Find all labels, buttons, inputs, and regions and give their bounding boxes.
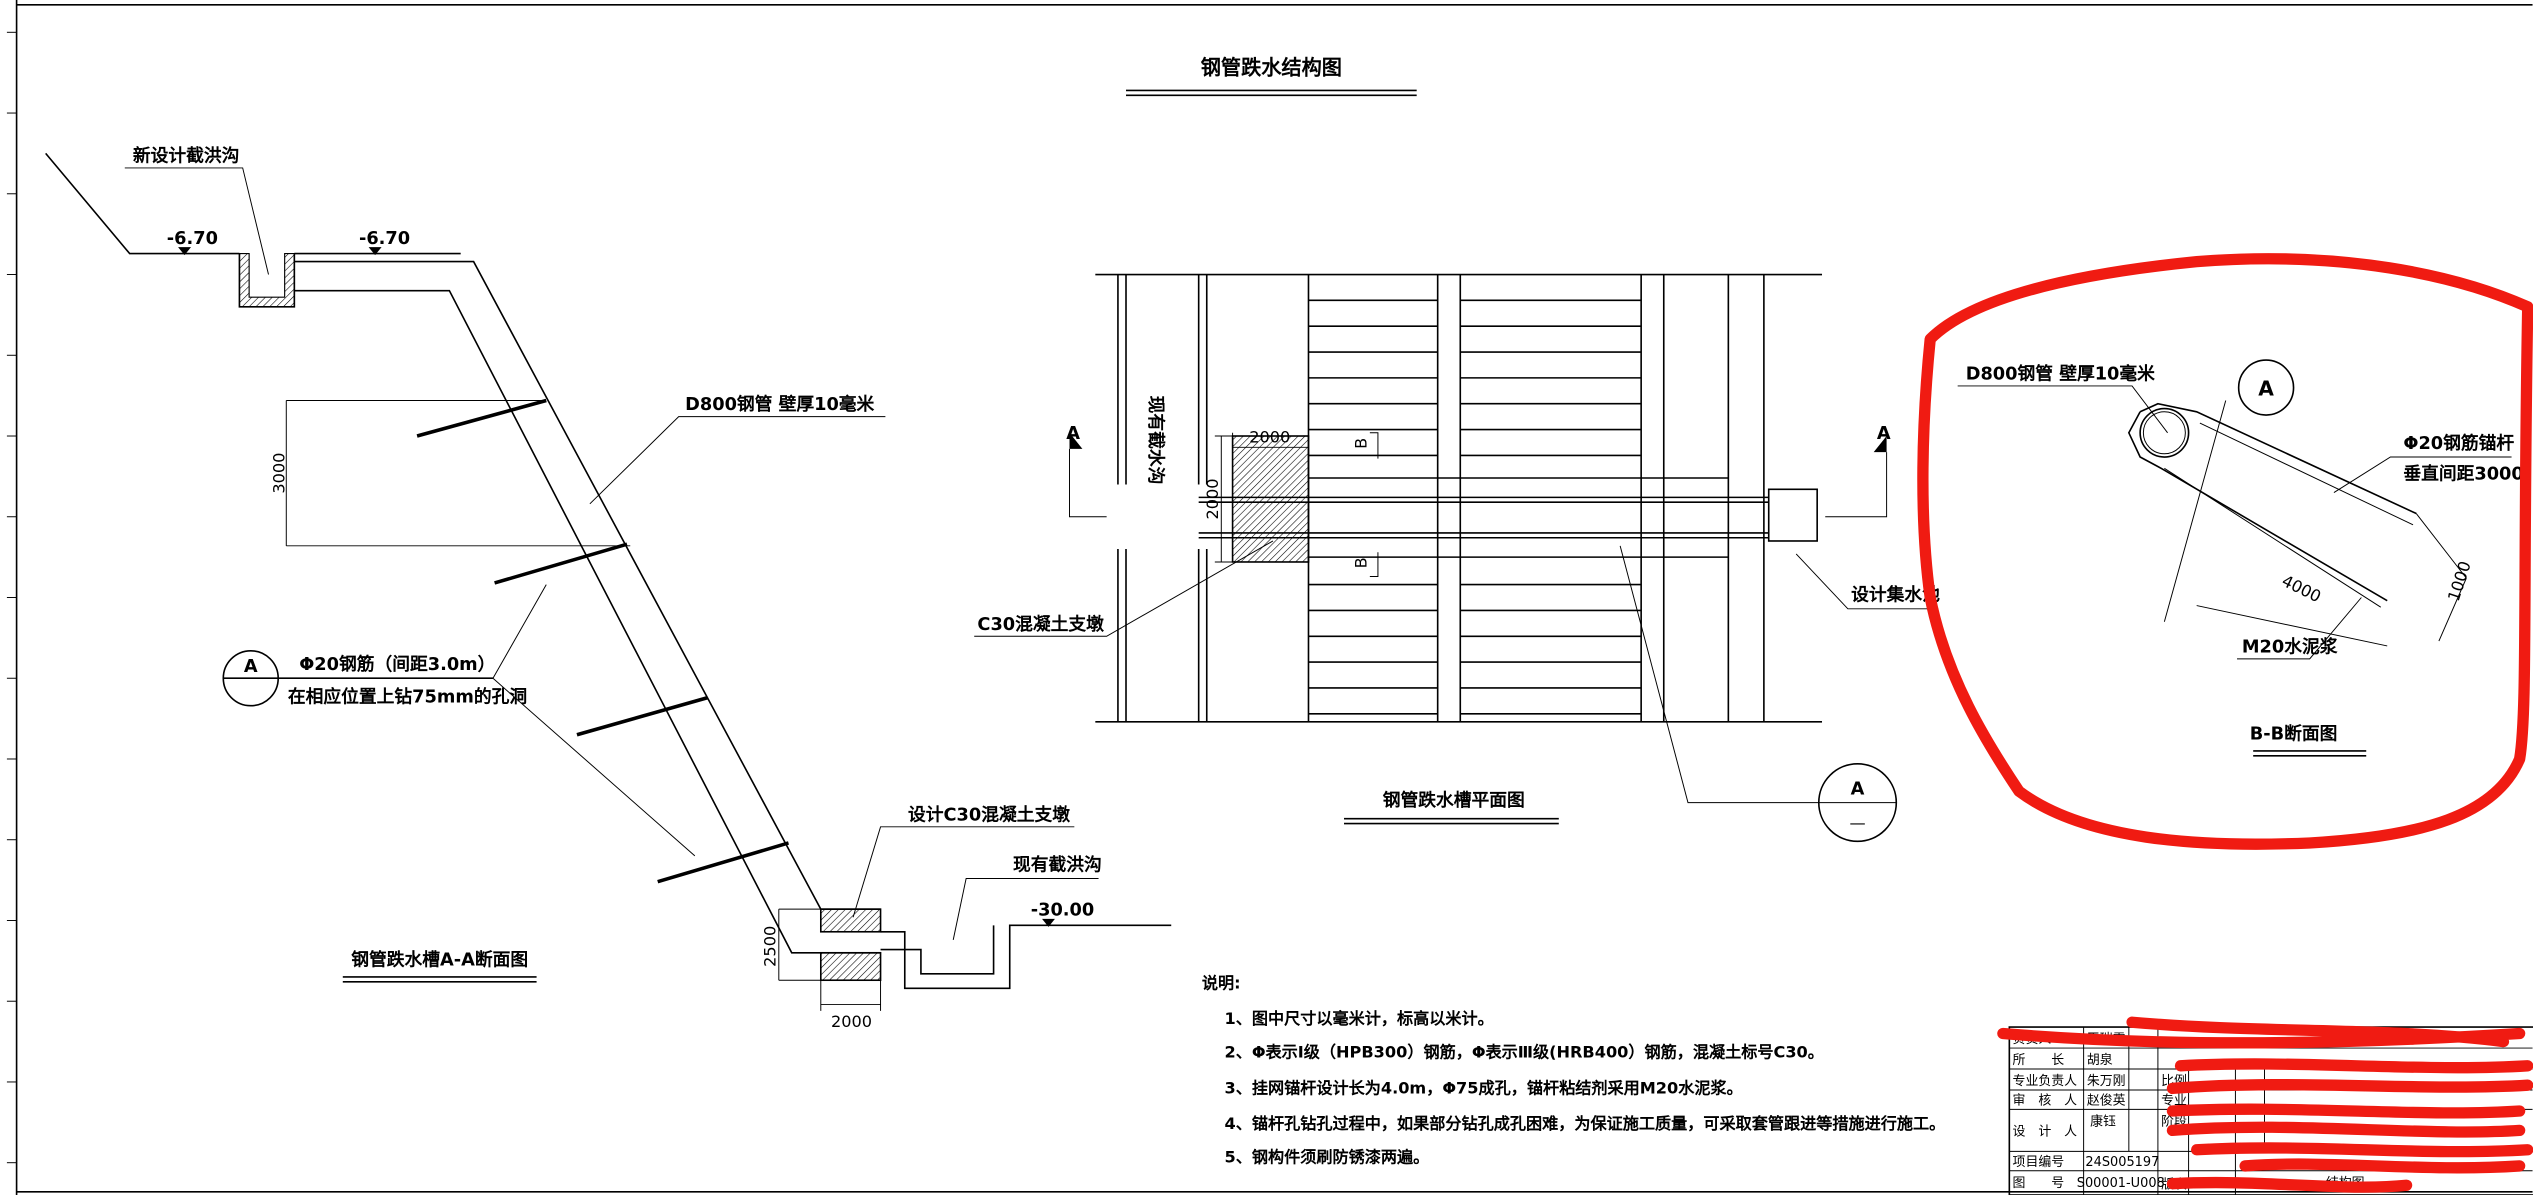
new-ditch-label: 新设计截洪沟	[133, 144, 240, 166]
notes: 说明: 1、图中尺寸以毫米计，标高以米计。 2、Φ表示Ⅰ级（HPB300）钢筋，…	[1202, 973, 1945, 1166]
bb-grout-label: M20水泥浆	[2242, 635, 2338, 657]
bb-detail-letter: A	[2258, 377, 2274, 401]
svg-text:专业: 专业	[2161, 1094, 2187, 1109]
plan-title: 钢管跌水槽平面图	[1383, 789, 1525, 811]
existing-channel-label: 现有截水沟	[1145, 396, 1167, 485]
existing-ditch-label: 现有截洪沟	[1013, 853, 1102, 875]
bb-pipe-label: D800钢管 壁厚10毫米	[1966, 362, 2155, 384]
svg-text:所 长: 所 长	[2013, 1053, 2065, 1068]
plan-dim-height: 2000	[1203, 478, 1222, 519]
section-b-top: B	[1352, 438, 1371, 449]
svg-text:胡泉: 胡泉	[2087, 1052, 2113, 1068]
svg-text:A: A	[1851, 780, 1865, 800]
dim-2500: 2500	[761, 926, 780, 967]
svg-text:专业负责人: 专业负责人	[2013, 1074, 2078, 1089]
drawing-number: S00001-U008	[2077, 1176, 2165, 1191]
detail-callout-a: A	[222, 584, 696, 857]
section-aa-title: 钢管跌水槽A-A断面图	[351, 949, 528, 971]
drawing-frame	[6, 0, 2533, 1195]
note-item: 2、Φ表示Ⅰ级（HPB300）钢筋，Φ表示Ⅲ级(HRB400）钢筋，混凝土标号C…	[1225, 1043, 1824, 1062]
svg-text:赵俊英: 赵俊英	[2087, 1094, 2126, 1109]
anchor-bars	[416, 398, 790, 884]
elevation-left: -6.70	[167, 229, 218, 249]
drawing-title: 钢管跌水结构图	[1201, 55, 1342, 79]
svg-text:项目编号: 项目编号	[2013, 1155, 2065, 1170]
plan-detail-callout: A —	[1619, 545, 1898, 843]
rebar-label-2: 在相应位置上钻75mm的孔洞	[288, 685, 527, 707]
collection-pit	[1767, 488, 1818, 542]
section-mark-right: A	[1877, 424, 1891, 444]
svg-text:—: —	[1849, 813, 1865, 832]
plan-support-block	[1231, 435, 1310, 563]
svg-text:图 号: 图 号	[2013, 1176, 2065, 1191]
pipe-label: D800钢管 壁厚10毫米	[685, 393, 874, 415]
red-redaction	[1997, 1016, 2533, 1193]
support-label: 设计C30混凝土支墩	[908, 803, 1070, 825]
support-block-lower	[819, 951, 882, 982]
note-item: 5、钢构件须刷防锈漆两遍。	[1225, 1148, 1430, 1167]
rebar-label-1: Φ20钢筋（间距3.0m）	[299, 653, 495, 675]
bb-anchor-label-2: 垂直间距3000	[2403, 463, 2523, 485]
support-block-upper	[819, 908, 882, 933]
bb-dim-1000: 1000	[2444, 559, 2475, 604]
dim-2000: 2000	[831, 1012, 872, 1031]
bb-dim-4000: 4000	[2279, 571, 2324, 606]
red-markup-circle	[1917, 253, 2533, 850]
bb-anchor-label-1: Φ20钢筋锚杆	[2403, 432, 2514, 454]
section-b-bottom: B	[1352, 557, 1371, 568]
note-item: 4、锚杆孔钻孔过程中，如果部分钻孔成孔困难，为保证施工质量，可采取套管跟进等措施…	[1225, 1114, 1946, 1133]
plan-view: 现有截水沟 A A B B 2000 2000 C30混凝土支墩 设计集水池 A…	[974, 273, 1940, 843]
note-item: 1、图中尺寸以毫米计，标高以米计。	[1225, 1009, 1494, 1028]
plan-support-label: C30混凝土支墩	[977, 613, 1104, 635]
svg-text:说明:: 说明:	[1202, 973, 1241, 992]
pit-label: 设计集水池	[1851, 584, 1940, 606]
svg-text:康钰: 康钰	[2090, 1114, 2116, 1130]
project-number: 24S005197	[2085, 1155, 2159, 1170]
dim-3000: 3000	[270, 453, 289, 494]
bb-title: B-B断面图	[2250, 723, 2338, 745]
elevation-right: -6.70	[359, 229, 410, 249]
plan-dim-width: 2000	[1249, 427, 1290, 446]
svg-text:A: A	[244, 657, 258, 677]
section-aa: 3000 2500 2000 新设计截洪沟 -6.70 -6.70 D800钢管…	[45, 144, 1172, 1031]
elevation-bottom: -30.00	[1031, 901, 1095, 921]
svg-text:审 核 人: 审 核 人	[2013, 1094, 2078, 1109]
note-item: 3、挂网锚杆设计长为4.0m，Φ75成孔，锚杆粘结剂采用M20水泥浆。	[1225, 1078, 1743, 1097]
svg-text:设 计 人: 设 计 人	[2013, 1124, 2078, 1139]
section-bb: D800钢管 壁厚10毫米 A Φ20钢筋锚杆 垂直间距3000 4000 10…	[1957, 359, 2524, 757]
svg-text:朱万刚: 朱万刚	[2087, 1074, 2126, 1089]
